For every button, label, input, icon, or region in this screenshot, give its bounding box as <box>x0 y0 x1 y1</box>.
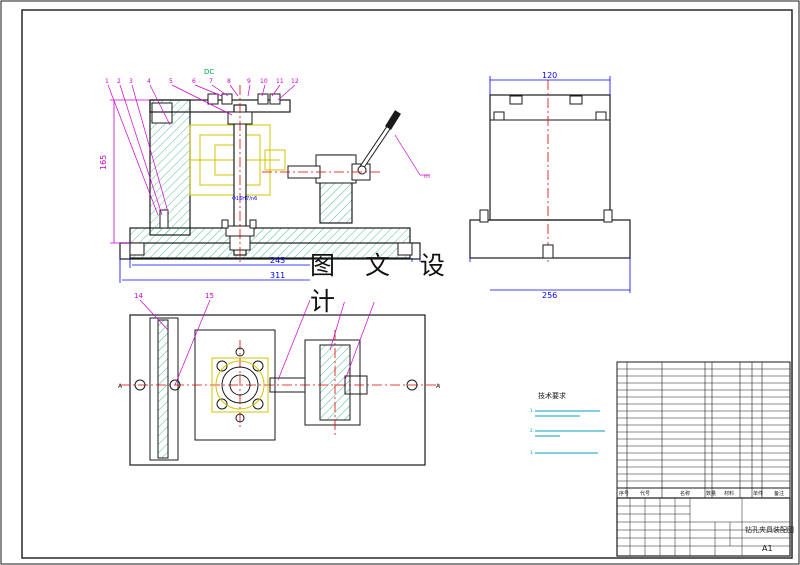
parts-list: 序号 代号 名称 数量 材料 单件 备注 <box>616 361 791 499</box>
callout-8: 8 <box>227 78 231 85</box>
callout-7: 7 <box>209 78 213 85</box>
callout-12: 12 <box>291 78 299 85</box>
callout-10: 10 <box>260 78 268 85</box>
side-top-dim: 120 <box>542 71 557 80</box>
callout-6: 6 <box>192 78 196 85</box>
tech-req-line-2: 2. <box>530 428 534 433</box>
bore-label: Φ16H7/n6 <box>232 196 257 202</box>
callout-9: 9 <box>247 78 251 85</box>
callout-11: 11 <box>276 78 284 85</box>
sheet-size: A1 <box>762 544 773 553</box>
title-block: 钻孔夹具装配图 A1 <box>616 497 794 557</box>
header-weight: 单件 <box>753 490 763 497</box>
top-label: DC <box>204 68 214 76</box>
handle-label: m <box>424 173 430 180</box>
tech-req-line-1: 1. <box>530 408 534 413</box>
section-right: A <box>436 383 441 390</box>
header-name: 名称 <box>680 490 690 497</box>
callout-5: 5 <box>169 78 173 85</box>
drawing-title: 钻孔夹具装配图 <box>745 525 794 534</box>
section-left: A <box>118 383 123 390</box>
header-material: 材料 <box>724 490 734 497</box>
tech-requirements: 技术要求 1. 2. 3. <box>530 391 605 455</box>
front-height-dim: 165 <box>99 155 108 170</box>
header-seq: 序号 <box>619 490 629 497</box>
callout-4: 4 <box>147 78 151 85</box>
tech-req-line-3: 3. <box>530 450 534 455</box>
tech-req-title: 技术要求 <box>538 391 566 400</box>
callout-3: 3 <box>129 78 133 85</box>
front-view: 165 243 311 <box>99 68 430 283</box>
callout-14: 14 <box>134 292 143 300</box>
callout-1: 1 <box>105 78 109 85</box>
callout-15: 15 <box>205 292 214 300</box>
side-bottom-dim: 256 <box>542 291 557 300</box>
header-qty: 数量 <box>706 490 716 497</box>
watermark-banner: 图 文 设 计 <box>310 251 490 316</box>
front-width-inner-dim: 243 <box>270 256 285 265</box>
callout-2: 2 <box>117 78 121 85</box>
side-view: 120 256 <box>469 71 631 300</box>
top-view: 14 15 A A <box>118 292 441 466</box>
inner-border <box>21 9 793 559</box>
header-code: 代号 <box>640 490 650 497</box>
header-remark: 备注 <box>774 490 784 497</box>
front-width-total-dim: 311 <box>270 271 285 280</box>
